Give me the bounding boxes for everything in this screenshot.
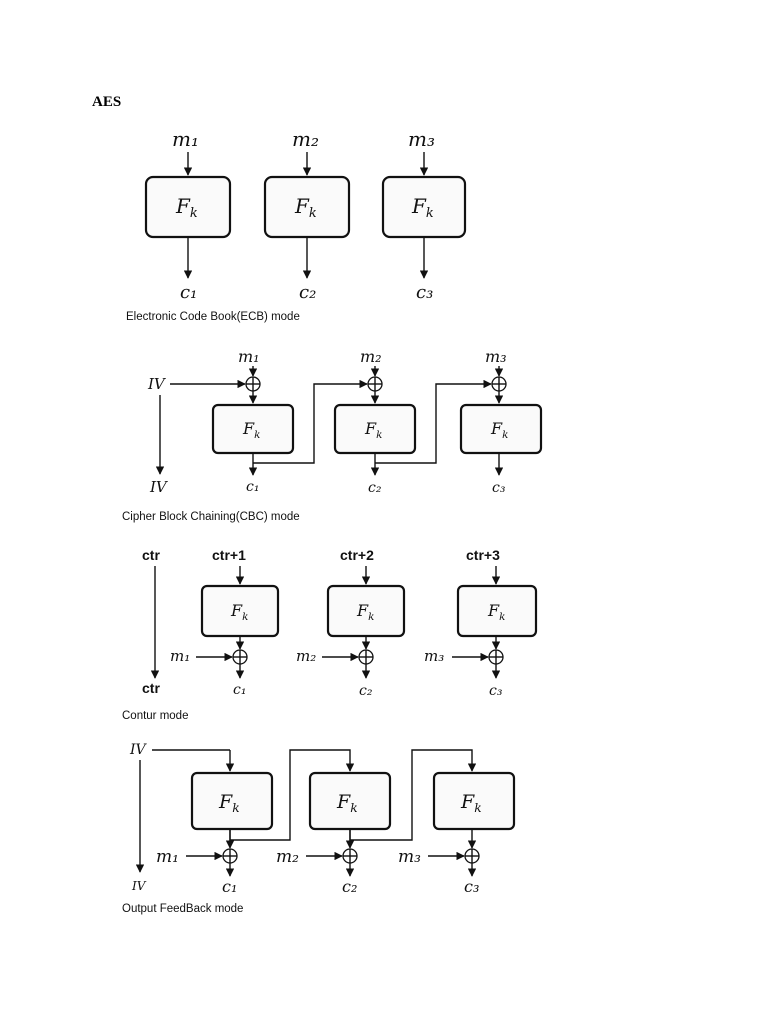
ctr-counter-3: ctr+3 — [466, 547, 500, 563]
ofb-message-m2: m₂ — [276, 847, 299, 867]
ecb-block-label: Fk — [411, 194, 434, 221]
ctr-bottom: ctr — [142, 680, 160, 696]
ofb-output-c1: c₁ — [222, 877, 237, 896]
ofb-message-m1: m₁ — [156, 847, 179, 867]
cbc-input-m1: m₁ — [238, 347, 260, 366]
ctr-counter-1: ctr+1 — [212, 547, 246, 563]
ctr-block-3 — [456, 584, 538, 638]
ofb-diagram: IV IV Fk Fk Fk m₁ m₂ m₃ — [122, 742, 516, 915]
ctr-message-m2: m₂ — [296, 647, 316, 665]
ctr-diagram: ctr ctr ctr+1 ctr+2 ctr+3 Fk Fk Fk m₁ m₂… — [122, 547, 538, 722]
ctr-label: ctr — [142, 547, 160, 563]
ecb-input-m1: m₁ — [172, 127, 199, 151]
ecb-output-c1: c₁ — [180, 282, 197, 303]
ofb-iv-label: IV — [129, 742, 148, 758]
ecb-output-c2: c₂ — [299, 282, 316, 303]
cbc-caption: Cipher Block Chaining(CBC) mode — [122, 511, 300, 523]
cbc-output-c2: c₂ — [368, 480, 382, 496]
ctr-xor-2 — [358, 649, 374, 665]
ecb-input-m2: m₂ — [292, 127, 319, 151]
ofb-output-c2: c₂ — [342, 877, 357, 896]
ecb-block-label: Fk — [294, 194, 317, 221]
cbc-xor-3 — [491, 376, 507, 392]
ofb-xor-2 — [342, 848, 358, 864]
ofb-iv-bottom: IV — [131, 879, 147, 893]
ofb-block-1 — [190, 771, 274, 831]
ctr-output-c2: c₂ — [359, 683, 373, 699]
cbc-output-c3: c₃ — [492, 480, 506, 496]
ofb-message-m3: m₃ — [398, 847, 421, 867]
ctr-xor-3 — [488, 649, 504, 665]
ecb-diagram: m₁ m₂ m₃ Fk Fk Fk c₁ c₂ c₃ Electronic Co… — [126, 127, 467, 323]
ofb-block-label: Fk — [218, 791, 240, 815]
ofb-xor-3 — [464, 848, 480, 864]
cbc-input-m2: m₂ — [360, 347, 382, 366]
ctr-xor-1 — [232, 649, 248, 665]
ecb-block-label: Fk — [175, 194, 198, 221]
ofb-block-label: Fk — [336, 791, 358, 815]
cbc-block-label: Fk — [364, 419, 382, 441]
cbc-block-3 — [459, 403, 543, 455]
cbc-block-label: Fk — [242, 419, 260, 441]
ecb-output-c3: c₃ — [416, 282, 433, 303]
ctr-block-label: Fk — [356, 601, 374, 623]
ctr-block-label: Fk — [487, 601, 505, 623]
ofb-block-3 — [432, 771, 516, 831]
ofb-block-label: Fk — [460, 791, 482, 815]
cbc-iv-bottom: IV — [149, 478, 169, 496]
cbc-chain-arrow — [253, 379, 368, 464]
ctr-output-c1: c₁ — [233, 682, 246, 698]
ctr-message-m3: m₃ — [424, 647, 444, 665]
cbc-xor-2 — [367, 376, 383, 392]
cbc-chain-arrow — [375, 379, 492, 464]
page-title: AES — [92, 94, 122, 110]
cbc-diagram: IV IV m₁ m₂ m₃ Fk Fk — [122, 347, 543, 523]
cbc-xor-1 — [245, 376, 261, 392]
cbc-iv-label: IV — [147, 375, 167, 393]
ofb-caption: Output FeedBack mode — [122, 903, 243, 915]
cbc-input-m3: m₃ — [485, 347, 507, 366]
ctr-caption: Contur mode — [122, 710, 188, 722]
ecb-input-m3: m₃ — [408, 127, 435, 151]
ctr-message-m1: m₁ — [170, 647, 190, 665]
ctr-output-c3: c₃ — [489, 683, 503, 699]
cbc-output-c1: c₁ — [246, 479, 259, 495]
ofb-output-c3: c₃ — [464, 877, 479, 896]
ecb-caption: Electronic Code Book(ECB) mode — [126, 311, 300, 323]
ofb-xor-1 — [222, 848, 238, 864]
ctr-counter-2: ctr+2 — [340, 547, 374, 563]
cbc-block-label: Fk — [490, 419, 508, 441]
ctr-block-label: Fk — [230, 601, 248, 623]
